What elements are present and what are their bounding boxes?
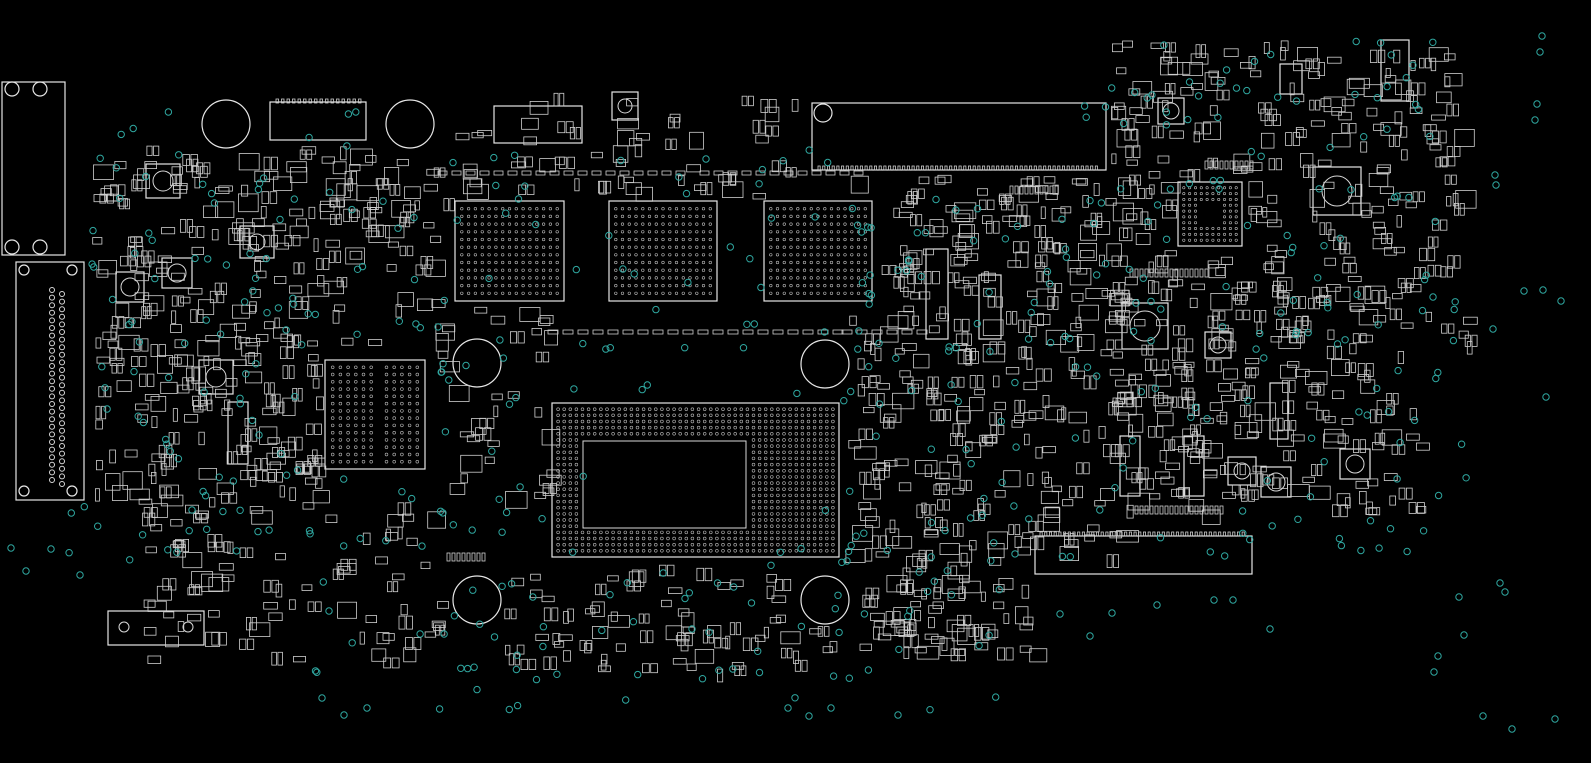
bottom-left-connector [107,610,205,646]
memory-chip-2 [608,200,718,302]
test-points [7,32,1565,733]
smd-components [92,40,1478,683]
top-small-connector [493,105,583,144]
inductors [115,63,1371,498]
top-connector-left [269,98,367,141]
bottom-right-connector [1034,531,1253,575]
left-bga-chip [324,359,426,470]
left-io-connector [1,81,66,256]
right-bga-chip [1177,181,1243,247]
mounting-holes [201,99,850,625]
memory-chip-3 [763,200,873,302]
main-soc-package [551,402,840,558]
memory-chip-1 [454,200,565,302]
top-connector-right [811,102,1107,171]
pad-rows [437,160,1254,562]
right-top-connector [1380,39,1410,102]
left-edge-connector [15,261,85,501]
